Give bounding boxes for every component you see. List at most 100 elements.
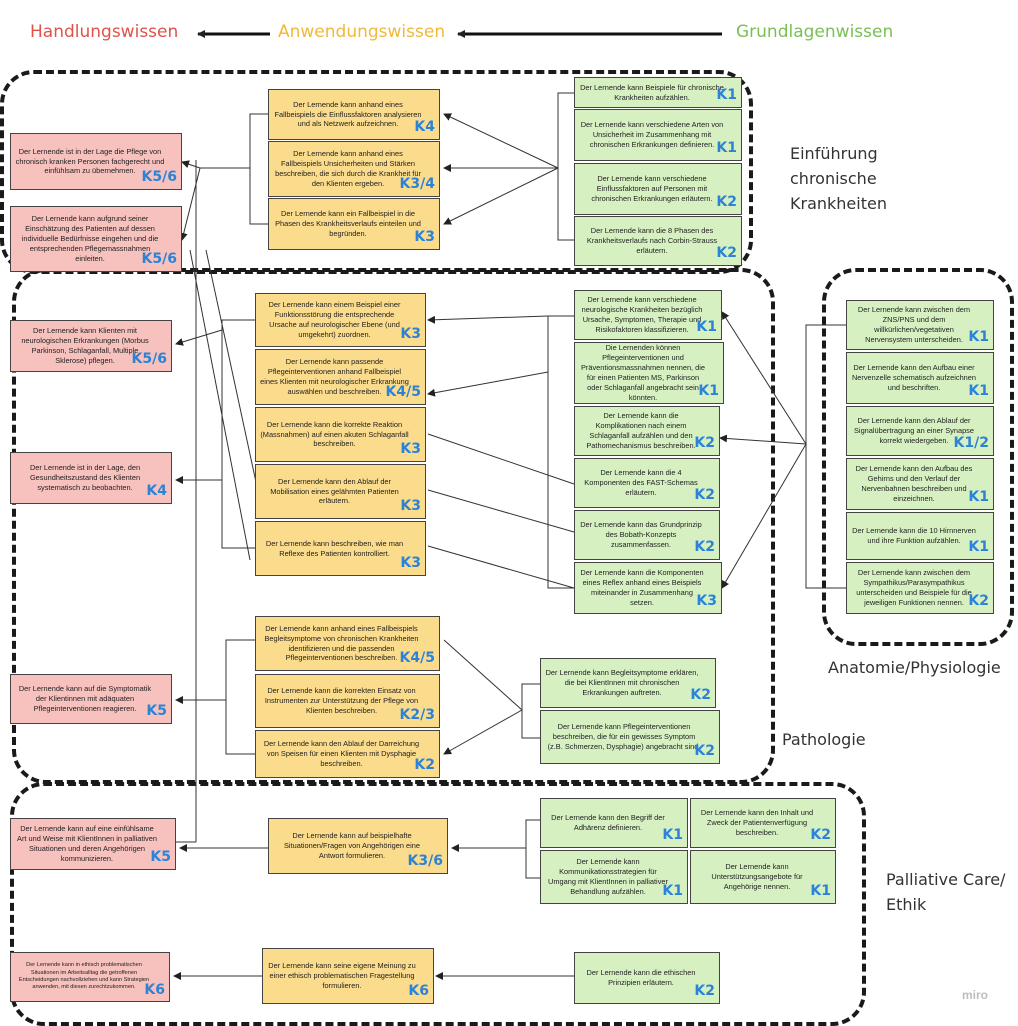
k-level: K5 (146, 703, 167, 720)
k-level: K2 (414, 757, 435, 774)
outcome-box-g17[interactable]: Der Lernende kann die 10 Hirnnerven und … (846, 512, 994, 560)
outcome-box-g3[interactable]: Der Lernende kann verschiedene Einflussf… (574, 163, 742, 215)
outcome-box-g19[interactable]: Der Lernende kann den Begriff der Adhäre… (540, 798, 688, 848)
outcome-box-y9[interactable]: Der Lernende kann anhand eines Fallbeisp… (255, 616, 440, 671)
outcome-box-y7[interactable]: Der Lernende kann den Ablauf der Mobilis… (255, 464, 426, 519)
outcome-box-y5[interactable]: Der Lernende kann passende Pflegeinterve… (255, 349, 426, 405)
outcome-box-y10[interactable]: Der Lernende kann die korrekten Einsatz … (255, 674, 440, 728)
outcome-box-g1[interactable]: Der Lernende kann Beispiele für chronisc… (574, 77, 742, 108)
box-text: Die Lernenden können Pflegeinterventione… (580, 343, 706, 402)
outcome-box-r7[interactable]: Der Lernende kann in ethisch problematis… (10, 952, 170, 1002)
outcome-box-g2[interactable]: Der Lernende kann verschiedene Arten von… (574, 109, 742, 161)
box-text: Der Lernende kann beschreiben, wie man R… (265, 538, 404, 558)
box-text: Der Lernende kann das Grundprinzip des B… (580, 520, 702, 549)
outcome-box-g13[interactable]: Der Lernende kann zwischen dem ZNS/PNS u… (846, 300, 994, 350)
k-level: K1 (968, 383, 989, 400)
k-level: K2 (694, 743, 715, 760)
outcome-box-g6[interactable]: Die Lernenden können Pflegeinterventione… (574, 342, 724, 404)
k-level: K1/2 (953, 435, 989, 452)
k-level: K6 (144, 981, 165, 998)
box-text: Der Lernende kann ein Fallbeispiel in di… (275, 209, 421, 238)
outcome-box-g15[interactable]: Der Lernende kann den Ablauf der Signalü… (846, 406, 994, 456)
k-level: K2 (694, 435, 715, 452)
k-level: K1 (810, 883, 831, 900)
box-text: Der Lernende kann Kommunikationsstrategi… (548, 857, 668, 896)
outcome-box-r1[interactable]: Der Lernende ist in der Lage die Pflege … (10, 133, 182, 190)
outcome-box-y8[interactable]: Der Lernende kann beschreiben, wie man R… (255, 521, 426, 576)
box-text: Der Lernende kann zwischen dem ZNS/PNS u… (857, 305, 971, 344)
k-level: K6 (408, 983, 429, 1000)
box-text: Der Lernende kann die Komponenten eines … (580, 568, 704, 607)
outcome-box-g23[interactable]: Der Lernende kann die ethischen Prinzipi… (574, 952, 720, 1004)
k-level: K1 (696, 319, 717, 336)
outcome-box-r4[interactable]: Der Lernende ist in der Lage, den Gesund… (10, 452, 172, 504)
outcome-box-r5[interactable]: Der Lernende kann auf die Symptomatik de… (10, 674, 172, 724)
miro-watermark: miro (962, 988, 989, 1002)
k-level: K1 (662, 827, 683, 844)
k-level: K5/6 (141, 251, 177, 268)
k-level: K2/3 (399, 707, 435, 724)
outcome-box-y4[interactable]: Der Lernende kann einem Beispiel einer F… (255, 293, 426, 347)
outcome-box-r6[interactable]: Der Lernende kann auf eine einfühlsame A… (10, 818, 176, 870)
group-label-palliative: Palliative Care/ Ethik (886, 870, 1006, 914)
outcome-box-r3[interactable]: Der Lernende kann Klienten mit neurologi… (10, 320, 172, 372)
outcome-box-y6[interactable]: Der Lernende kann die korrekte Reaktion … (255, 407, 426, 462)
outcome-box-y3[interactable]: Der Lernende kann ein Fallbeispiel in di… (268, 198, 440, 250)
k-level: K3 (400, 498, 421, 515)
k-level: K3/6 (407, 853, 443, 870)
outcome-box-g21[interactable]: Der Lernende kann Kommunikationsstrategi… (540, 850, 688, 904)
box-text: Der Lernende kann den Inhalt und Zweck d… (700, 808, 814, 837)
outcome-box-g11[interactable]: Der Lernende kann Begleitsymptome erklär… (540, 658, 716, 708)
k-level: K4 (414, 119, 435, 136)
box-text: Der Lernende kann den Ablauf der Signalü… (854, 416, 974, 445)
group-einfuehrung (0, 70, 753, 274)
outcome-box-g10[interactable]: Der Lernende kann die Komponenten eines … (574, 562, 722, 614)
box-text: Der Lernende kann Klienten mit neurologi… (21, 326, 149, 365)
box-text: Der Lernende kann den Aufbau des Gehirns… (855, 464, 973, 503)
outcome-box-g16[interactable]: Der Lernende kann den Aufbau des Gehirns… (846, 458, 994, 510)
box-text: Der Lernende kann passende Pflegeinterve… (260, 357, 409, 396)
k-level: K4/5 (385, 384, 421, 401)
k-level: K3/4 (399, 176, 435, 193)
outcome-box-y13[interactable]: Der Lernende kann seine eigene Meinung z… (262, 948, 434, 1004)
k-level: K4 (146, 483, 167, 500)
outcome-box-y11[interactable]: Der Lernende kann den Ablauf der Darreic… (255, 730, 440, 778)
k-level: K2 (810, 827, 831, 844)
outcome-box-y12[interactable]: Der Lernende kann auf beispielhafte Situ… (268, 818, 448, 874)
k-level: K2 (694, 487, 715, 504)
outcome-box-g20[interactable]: Der Lernende kann den Inhalt und Zweck d… (690, 798, 836, 848)
outcome-box-g8[interactable]: Der Lernende kann die 4 Komponenten des … (574, 458, 720, 508)
box-text: Der Lernende ist in der Lage die Pflege … (15, 146, 165, 176)
outcome-box-r2[interactable]: Der Lernende kann aufgrund seiner Einsch… (10, 206, 182, 272)
outcome-box-y2[interactable]: Der Lernende kann anhand eines Fallbeisp… (268, 141, 440, 197)
outcome-box-y1[interactable]: Der Lernende kann anhand eines Fallbeisp… (268, 89, 440, 140)
outcome-box-g12[interactable]: Der Lernende kann Pflegeinterventionen b… (540, 710, 720, 764)
outcome-box-g7[interactable]: Der Lernende kann die Komplikationen nac… (574, 406, 720, 456)
k-level: K5/6 (131, 351, 167, 368)
k-level: K3 (400, 326, 421, 343)
group-label-pathologie: Pathologie (782, 730, 866, 749)
box-text: Der Lernende kann anhand eines Fallbeisp… (264, 623, 419, 663)
box-text: Der Lernende kann auf die Symptomatik de… (18, 684, 152, 713)
box-text: Der Lernende kann Beispiele für chronisc… (580, 82, 724, 102)
outcome-box-g5[interactable]: Der Lernende kann verschiedene neurologi… (574, 290, 722, 340)
box-text: Der Lernende kann seine eigene Meinung z… (268, 961, 416, 990)
k-level: K2 (694, 539, 715, 556)
outcome-box-g9[interactable]: Der Lernende kann das Grundprinzip des B… (574, 510, 720, 560)
k-level: K1 (716, 140, 737, 157)
outcome-box-g18[interactable]: Der Lernende kann zwischen dem Sympathik… (846, 562, 994, 614)
outcome-box-g14[interactable]: Der Lernende kann den Aufbau einer Nerve… (846, 352, 994, 404)
outcome-box-g22[interactable]: Der Lernende kann Unterstützungsangebote… (690, 850, 836, 904)
box-text: Der Lernende kann die korrekten Einsatz … (264, 686, 419, 715)
k-level: K2 (716, 245, 737, 262)
group-label-einfuehrung: Einführung chronische Krankheiten (790, 144, 887, 213)
box-text: Der Lernende ist in der Lage, den Gesund… (29, 463, 141, 492)
box-text: Der Lernende kann die 10 Hirnnerven und … (852, 526, 976, 545)
k-level: K3 (696, 593, 717, 610)
box-text: Der Lernende kann den Begriff der Adhäre… (551, 813, 665, 832)
k-level: K3 (400, 555, 421, 572)
box-text: Der Lernende kann Begleitsymptome erklär… (545, 668, 699, 697)
outcome-box-g4[interactable]: Der Lernende kann die 8 Phasen des Krank… (574, 216, 742, 266)
k-level: K5/6 (141, 169, 177, 186)
